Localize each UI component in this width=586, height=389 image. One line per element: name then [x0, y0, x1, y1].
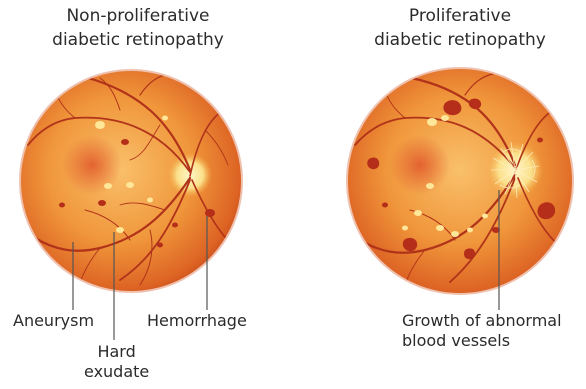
- retina-left: [19, 69, 243, 293]
- title-proliferative: Proliferative diabetic retinopathy: [340, 4, 580, 52]
- title-left-line2: diabetic retinopathy: [18, 28, 258, 52]
- label-hard-exudate-line2: exudate: [84, 362, 149, 382]
- label-growth-line2: blood vessels: [402, 331, 562, 351]
- title-non-proliferative: Non-proliferative diabetic retinopathy: [18, 4, 258, 52]
- title-right-line1: Proliferative: [340, 4, 580, 28]
- label-aneurysm-text: Aneurysm: [13, 311, 94, 331]
- label-growth-line1: Growth of abnormal: [402, 311, 562, 331]
- label-aneurysm: Aneurysm: [13, 311, 94, 331]
- label-abnormal-vessels: Growth of abnormal blood vessels: [402, 311, 562, 351]
- retina-right: [346, 67, 574, 295]
- label-hemorrhage-text: Hemorrhage: [147, 311, 247, 331]
- title-left-line1: Non-proliferative: [18, 4, 258, 28]
- label-hard-exudate: Hard exudate: [84, 342, 149, 382]
- label-hemorrhage: Hemorrhage: [147, 311, 247, 331]
- title-right-line2: diabetic retinopathy: [340, 28, 580, 52]
- label-hard-exudate-line1: Hard: [84, 342, 149, 362]
